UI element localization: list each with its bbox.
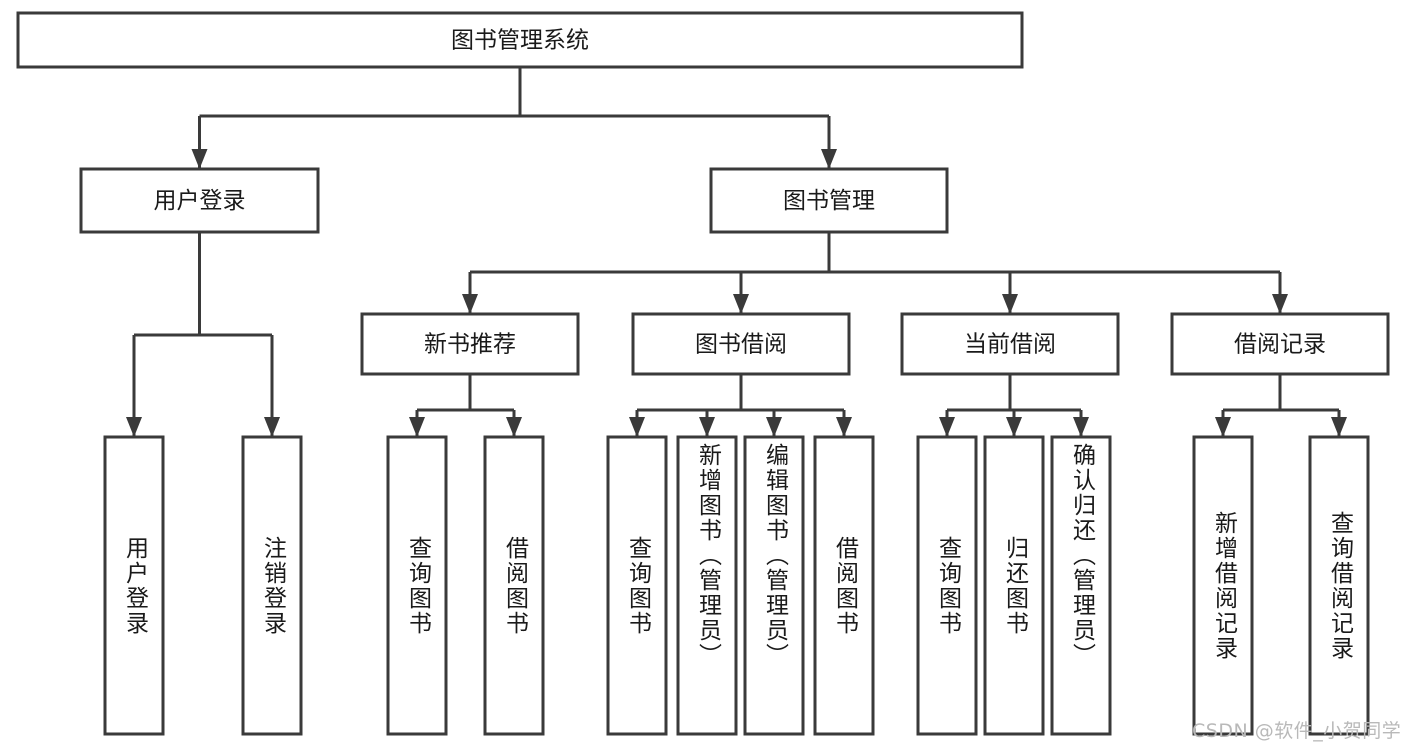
node-label-root: 图书管理系统 (451, 28, 589, 54)
arrow-head-icon-leaf-user-login (126, 417, 142, 437)
node-box-leaf-query-book-cb (916, 435, 978, 736)
node-label-borrow-record: 借阅记录 (1234, 332, 1326, 358)
arrow-head-icon-user-login (191, 149, 208, 169)
arrow-head-icon-borrow-record (1272, 294, 1288, 314)
csdn-watermark: CSDN @软件_小贺同学 (1192, 720, 1402, 742)
node-box-new-book-rec (360, 312, 580, 376)
node-box-leaf-query-book-br (606, 435, 668, 736)
arrow-head-icon-leaf-query-book-cb (939, 417, 955, 437)
node-box-leaf-query-record (1308, 435, 1370, 736)
node-box-root (16, 11, 1024, 69)
node-box-leaf-add-book (676, 435, 738, 736)
node-box-leaf-add-record (1192, 435, 1254, 736)
arrow-head-icon-leaf-query-book-rec (409, 417, 425, 437)
node-box-book-borrow (631, 312, 851, 376)
node-box-leaf-edit-book (743, 435, 805, 736)
arrow-head-icon-leaf-return-book (1006, 417, 1022, 437)
node-box-leaf-logout (241, 435, 303, 736)
node-box-borrow-record (1170, 312, 1390, 376)
arrow-head-icon-book-borrow (733, 294, 749, 314)
arrow-head-icon-leaf-query-book-br (629, 417, 645, 437)
arrow-head-icon-leaf-add-record (1215, 417, 1231, 437)
node-box-leaf-confirm-return (1050, 435, 1112, 736)
node-box-book-manage (709, 167, 949, 234)
node-box-leaf-user-login (103, 435, 165, 736)
node-box-leaf-query-book-rec (386, 435, 448, 736)
node-label-book-manage: 图书管理 (783, 188, 875, 214)
arrow-head-icon-leaf-logout (264, 417, 280, 437)
arrow-head-icon-leaf-query-record (1331, 417, 1347, 437)
arrow-head-icon-new-book-rec (462, 294, 478, 314)
node-label-book-borrow: 图书借阅 (695, 332, 787, 358)
node-boxes-group (16, 11, 1390, 736)
node-box-leaf-return-book (983, 435, 1045, 736)
arrow-head-icon-leaf-edit-book (766, 417, 782, 437)
arrow-head-icon-leaf-add-book (699, 417, 715, 437)
node-label-user-login: 用户登录 (154, 188, 246, 214)
node-box-user-login (79, 167, 320, 234)
arrow-head-icon-book-manage (821, 149, 837, 169)
arrow-head-icon-leaf-borrow-book-rec (506, 417, 522, 437)
node-box-current-borrow (900, 312, 1120, 376)
node-box-leaf-borrow-book-br (813, 435, 875, 736)
arrow-head-icon-leaf-borrow-book-br (836, 417, 852, 437)
node-label-new-book-rec: 新书推荐 (424, 332, 516, 358)
node-label-current-borrow: 当前借阅 (964, 332, 1056, 358)
connector-edges-group (126, 67, 1347, 437)
arrow-head-icon-leaf-confirm-return (1073, 417, 1089, 437)
node-box-leaf-borrow-book-rec (483, 435, 545, 736)
arrow-head-icon-current-borrow (1002, 294, 1018, 314)
